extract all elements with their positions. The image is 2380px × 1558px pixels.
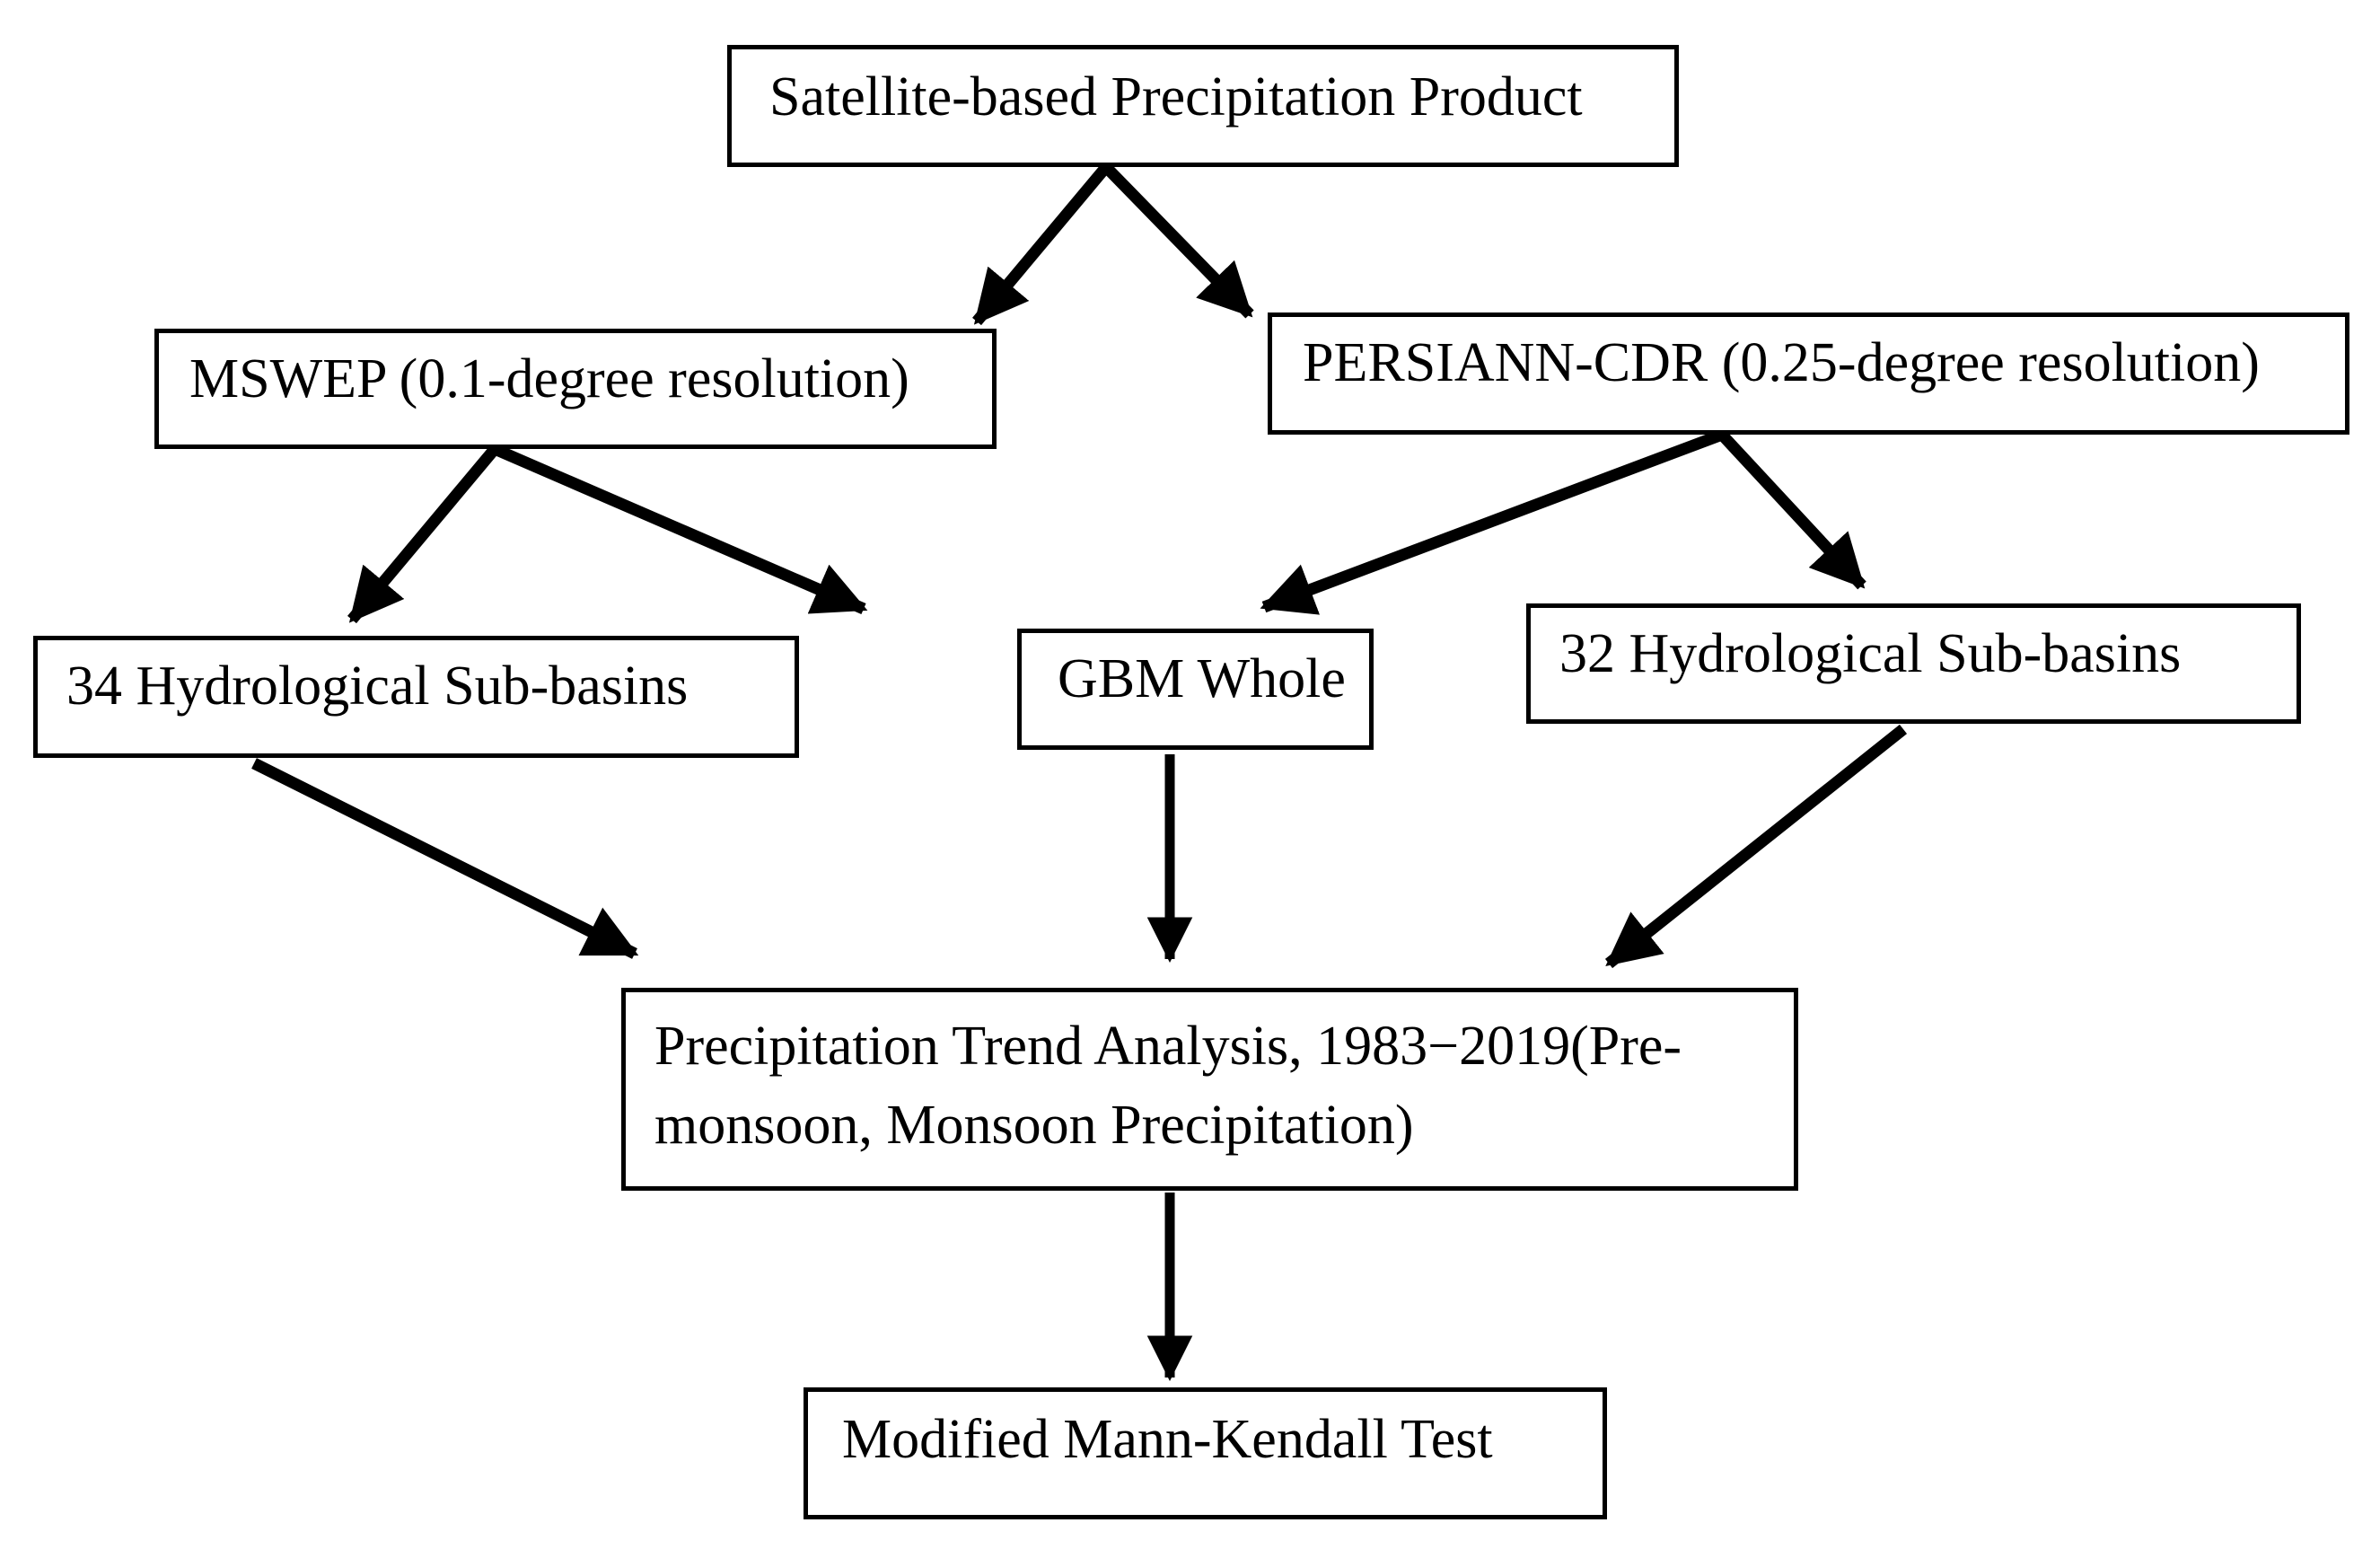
node-label: Modified Mann-Kendall Test: [842, 1409, 1493, 1470]
edge-sub32-to-trend: [1604, 724, 1908, 969]
edge-mswep-to-sub34: [347, 445, 499, 624]
node-gbm-whole: GBM Whole: [1017, 629, 1374, 750]
node-persiann-cdr: PERSIANN-CDR (0.25-degree resolution): [1268, 312, 2349, 435]
node-modified-mann-kendall-test: Modified Mann-Kendall Test: [804, 1387, 1607, 1519]
edge-persiann-to-sub32: [1717, 430, 1866, 590]
node-label: Satellite-based Precipitation Product: [769, 66, 1583, 128]
node-32-hydrological-sub-basins: 32 Hydrological Sub-basins: [1526, 603, 2301, 724]
edge-sub34-to-trend: [251, 758, 639, 959]
node-label: 32 Hydrological Sub-basins: [1559, 623, 2182, 684]
node-mswep: MSWEP (0.1-degree resolution): [154, 329, 997, 449]
node-label: GBM Whole: [1058, 648, 1346, 709]
node-label: Precipitation Trend Analysis, 1983−2019(…: [654, 1016, 1682, 1157]
node-label: 34 Hydrological Sub-basins: [66, 656, 689, 717]
edge-persiann-to-gbm: [1260, 428, 1725, 615]
node-34-hydrological-sub-basins: 34 Hydrological Sub-basins: [33, 636, 799, 758]
node-label: MSWEP (0.1-degree resolution): [189, 348, 909, 409]
node-precipitation-trend-analysis: Precipitation Trend Analysis, 1983−2019(…: [621, 988, 1798, 1191]
edge-root-to-persiann: [1102, 163, 1254, 319]
edge-root-to-mswep: [972, 163, 1111, 326]
edge-mswep-to-gbm: [492, 444, 868, 614]
node-label: PERSIANN-CDR (0.25-degree resolution): [1303, 332, 2260, 393]
node-satellite-precipitation-product: Satellite-based Precipitation Product: [727, 45, 1679, 167]
